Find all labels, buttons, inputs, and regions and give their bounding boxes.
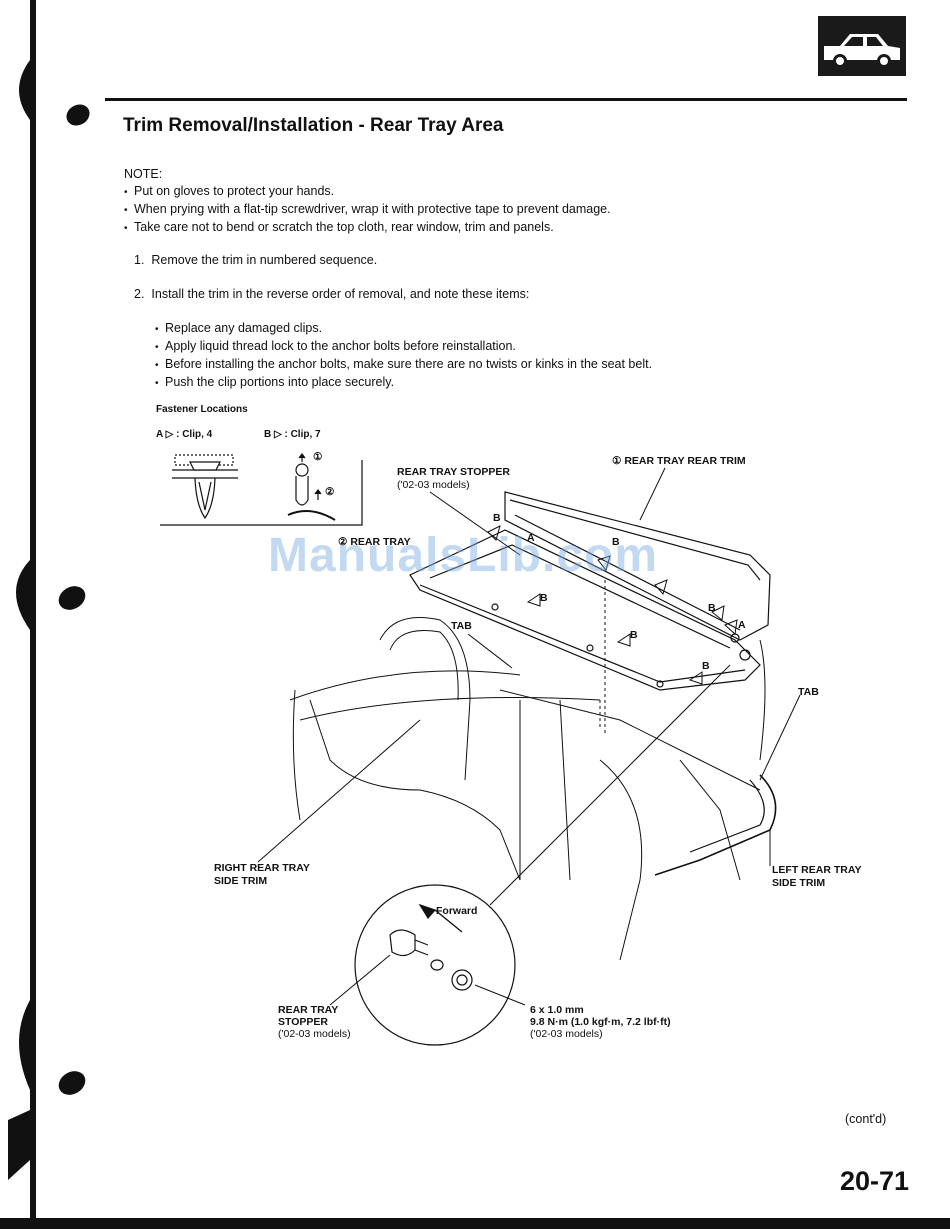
note-item: When prying with a flat-tip screwdriver,… — [124, 201, 611, 219]
label-left-side-trim-2: SIDE TRIM — [772, 877, 826, 889]
clip-mark-b: B — [493, 512, 501, 524]
label-bolt-size: 6 x 1.0 mm — [530, 1004, 584, 1016]
clip-b-legend: B ▷ : Clip, 7 — [264, 429, 321, 440]
label-rear-tray-stopper: REAR TRAY STOPPER — [397, 466, 511, 478]
continued-label: (cont'd) — [845, 1112, 887, 1126]
fastener-heading: Fastener Locations — [156, 404, 248, 415]
label-torque-models: ('02-03 models) — [530, 1028, 603, 1040]
clip-mark-b: B — [540, 592, 548, 604]
punch-hole-3 — [58, 1071, 86, 1095]
label-left-side-trim-1: LEFT REAR TRAY — [772, 864, 862, 876]
install-note-item: Replace any damaged clips. — [155, 320, 652, 338]
clip-a-legend: A ▷ : Clip, 4 — [156, 429, 213, 440]
clip-mark-b: B — [630, 629, 638, 641]
label-torque: 9.8 N·m (1.0 kgf·m, 7.2 lbf·ft) — [530, 1016, 671, 1028]
clip-mark-b: B — [612, 536, 620, 548]
watermark: ManualsLib.com — [268, 529, 659, 582]
note-heading: NOTE: — [124, 167, 163, 181]
label-detail-stopper-1: REAR TRAY — [278, 1004, 339, 1016]
callout-2: ② — [325, 486, 335, 498]
punch-hole-2 — [58, 586, 86, 610]
rear-tray-rear-trim — [504, 491, 771, 641]
car-body-outline — [289, 580, 766, 961]
page-number: 20-71 — [840, 1166, 910, 1196]
header-rule — [105, 98, 907, 101]
label-rear-tray-stopper-models: ('02-03 models) — [397, 479, 470, 491]
note-item: Put on gloves to protect your hands. — [124, 183, 611, 201]
label-rear-tray-rear-trim: ① REAR TRAY REAR TRIM — [612, 455, 746, 467]
clip-mark-b: B — [708, 602, 716, 614]
binder-edge — [30, 0, 36, 1229]
install-note-item: Apply liquid thread lock to the anchor b… — [155, 338, 652, 356]
binding-holes — [8, 60, 90, 1180]
label-detail-stopper-2: STOPPER — [278, 1016, 328, 1028]
car-body-icon — [818, 16, 906, 76]
label-forward: Forward — [436, 905, 478, 917]
leader-lines — [257, 467, 801, 1006]
clip-mark-a: A — [527, 532, 535, 544]
step-2: 2. Install the trim in the reverse order… — [134, 287, 530, 301]
label-tab-2: TAB — [798, 686, 819, 698]
page-title: Trim Removal/Installation - Rear Tray Ar… — [123, 115, 504, 136]
step-1: 1. Remove the trim in numbered sequence. — [134, 253, 378, 267]
clip-mark-a: A — [738, 619, 746, 631]
label-detail-stopper-3: ('02-03 models) — [278, 1028, 351, 1040]
label-rear-tray: ② REAR TRAY — [338, 536, 411, 548]
label-tab-1: TAB — [451, 620, 472, 632]
note-item: Take care not to bend or scratch the top… — [124, 219, 611, 237]
install-note-item: Push the clip portions into place secure… — [155, 374, 652, 392]
install-note-item: Before installing the anchor bolts, make… — [155, 356, 652, 374]
install-notes-list: Replace any damaged clips. Apply liquid … — [155, 320, 652, 392]
rear-tray — [409, 529, 761, 691]
punch-hole-1 — [66, 104, 90, 126]
bottom-border — [0, 1218, 950, 1229]
left-side-trim — [654, 774, 777, 876]
callout-1: ① — [313, 451, 323, 463]
clip-inset — [160, 453, 363, 526]
clip-mark-b: B — [702, 660, 710, 672]
label-right-side-trim-1: RIGHT REAR TRAY — [214, 862, 310, 874]
label-right-side-trim-2: SIDE TRIM — [214, 875, 268, 887]
note-list: Put on gloves to protect your hands. Whe… — [124, 183, 611, 237]
stopper-detail — [354, 884, 516, 1046]
